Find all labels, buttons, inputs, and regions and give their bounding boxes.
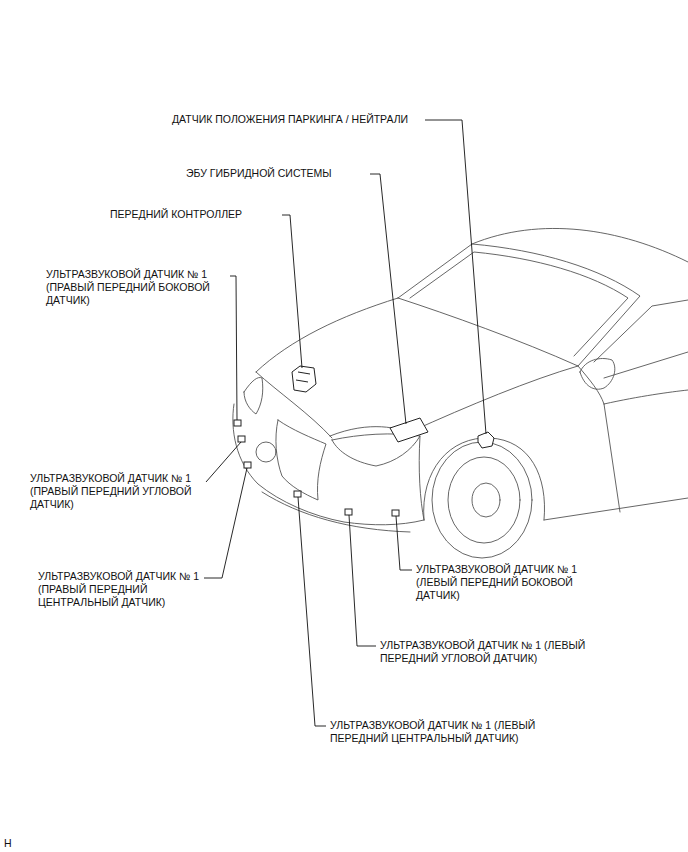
park-neutral-sensor [478,432,494,448]
grille [276,420,326,500]
tire [432,442,532,558]
part-label: ДАТЧИК ПОЛОЖЕНИЯ ПАРКИНГА / НЕЙТРАЛИ [172,113,424,126]
mirror [580,359,615,390]
leader-line [230,276,237,420]
part-label: УЛЬТРАЗВУКОВОЙ ДАТЧИК № 1 (ЛЕВЫЙ ПЕРЕДНИ… [416,563,602,602]
rim [448,457,520,543]
wheel-arch [424,438,545,520]
part-label: ПЕРЕДНИЙ КОНТРОЛЛЕР [110,208,280,221]
hybrid-ecu [390,418,428,442]
components [234,366,494,516]
part-label: УЛЬТРАЗВУКОВОЙ ДАТЧИК № 1 (ЛЕВЫЙ ПЕРЕДНИ… [330,719,556,745]
hood-right-edge [410,366,578,432]
hood-left-edge [256,298,398,372]
part-label: ЭБУ ГИБРИДНОЙ СИСТЕМЫ [186,167,368,180]
leader-line [282,215,302,368]
windshield-inner [410,252,628,356]
leader-line [298,497,326,726]
door-line [604,404,620,512]
part-label: УЛЬТРАЗВУКОВОЙ ДАТЧИК № 1 (ПРАВЫЙ ПЕРЕДН… [46,268,228,307]
sensor-rh-corner [238,436,245,442]
side-window [594,300,688,362]
roof-line [472,228,688,262]
leader-line [204,468,247,578]
leader-line [370,174,406,424]
part-label: УЛЬТРАЗВУКОВОЙ ДАТЧИК № 1 (ПРАВЫЙ ПЕРЕДН… [30,472,204,511]
part-label: УЛЬТРАЗВУКОВОЙ ДАТЧИК № 1 (ЛЕВЫЙ ПЕРЕДНИ… [380,639,606,665]
leader-lines [204,120,486,726]
sensor-rh-center [244,462,251,468]
body-side [604,390,688,404]
hub [472,483,500,517]
sensor-lh-corner [345,509,352,515]
leader-line [396,516,412,570]
leader-line [349,515,376,646]
figure-code: H [4,837,24,850]
front-controller [292,366,316,392]
right-headlight [244,378,263,414]
sensor-rh-side [234,420,241,426]
bumper-front [233,404,424,525]
part-label: УЛЬТРАЗВУКОВОЙ ДАТЧИК № 1 (ПРАВЫЙ ПЕРЕДН… [38,570,202,609]
bumper-lower [262,492,410,532]
windshield [398,244,640,366]
sensor-lh-side [392,510,399,516]
leader-line [206,442,241,482]
fender-top [578,366,604,404]
car-body [233,228,688,558]
sill [544,498,688,520]
side-window-lower [604,352,688,378]
fog-light [256,442,276,462]
sensor-lh-center [294,491,301,497]
leader-line [425,120,486,434]
